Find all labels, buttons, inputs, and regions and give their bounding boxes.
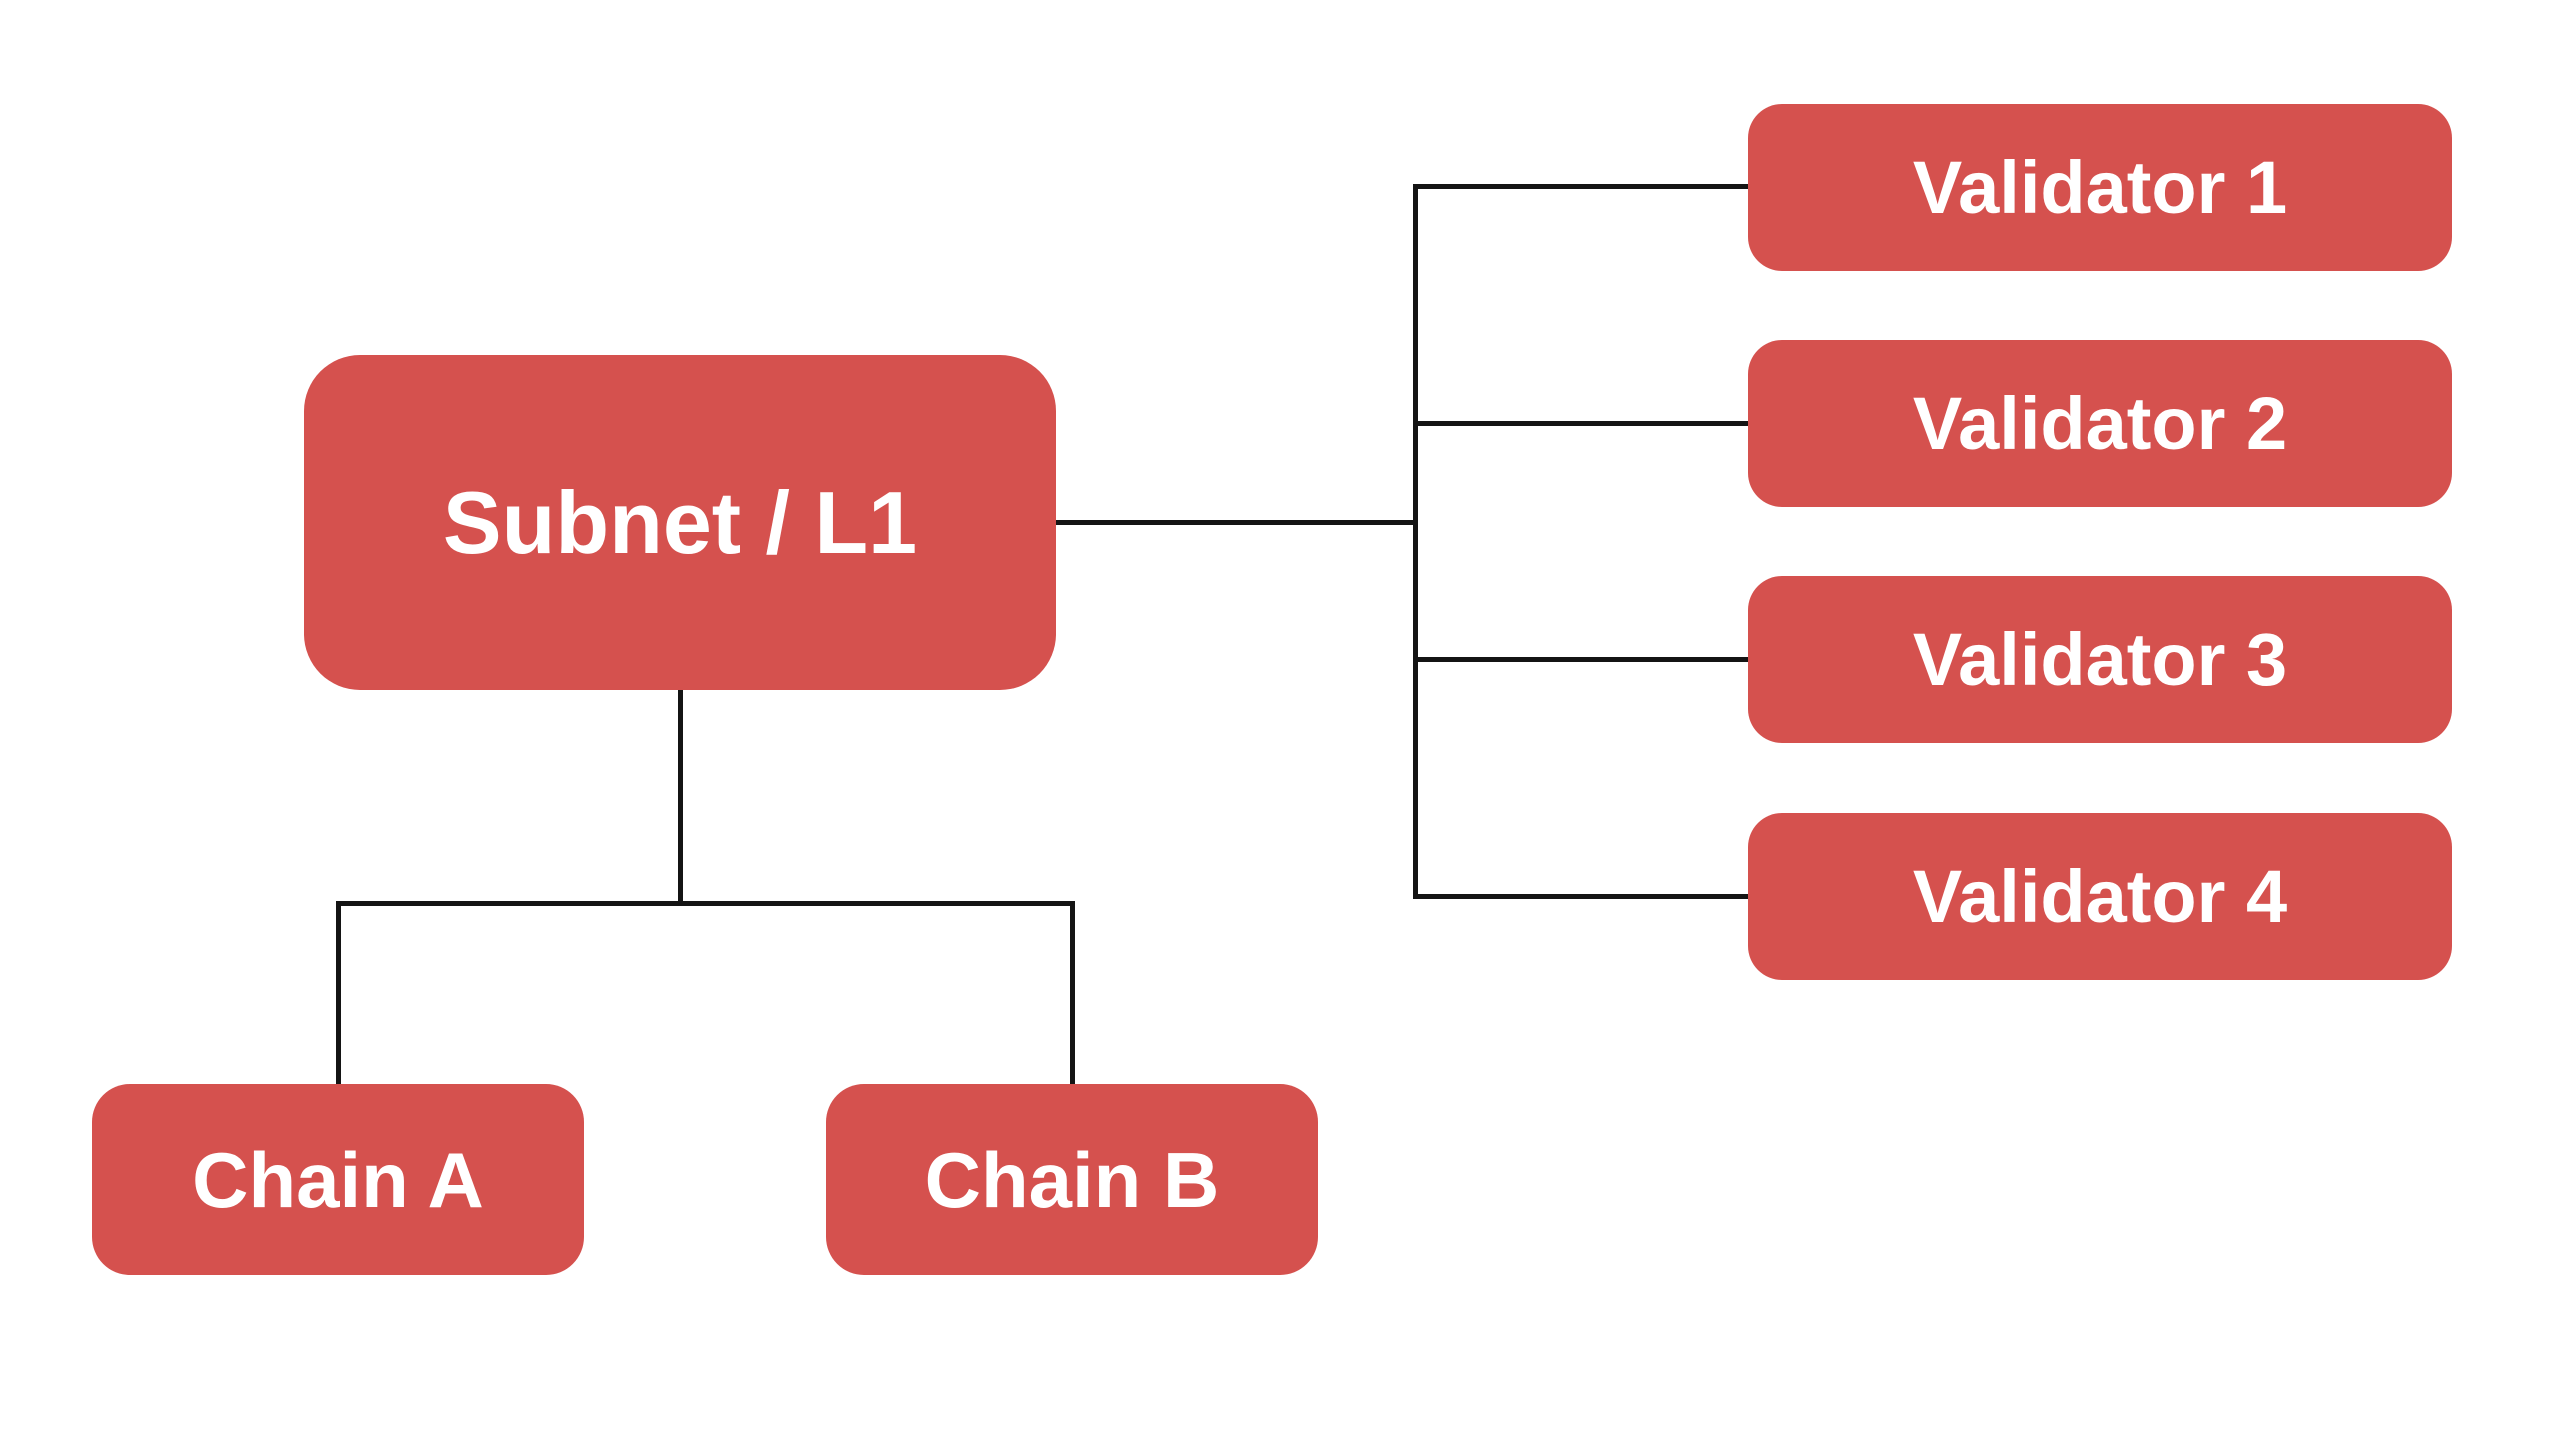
- node-validator-4-label: Validator 4: [1912, 854, 2288, 938]
- connector-trunk-to-validator-4: [1413, 894, 1748, 899]
- connector-subnet-drop: [678, 690, 683, 906]
- node-validator-1: Validator 1: [1748, 104, 2452, 271]
- node-validator-4: Validator 4: [1748, 813, 2452, 980]
- connector-bus-to-chain-a: [336, 901, 341, 1085]
- node-validator-3-label: Validator 3: [1912, 617, 2288, 701]
- node-validator-2: Validator 2: [1748, 340, 2452, 507]
- connector-subnet-to-validator-trunk: [1056, 520, 1418, 525]
- node-chain-b-label: Chain B: [924, 1135, 1220, 1224]
- connector-trunk-to-validator-3: [1413, 657, 1748, 662]
- node-subnet-l1-label: Subnet / L1: [442, 472, 918, 572]
- node-chain-b: Chain B: [826, 1084, 1318, 1275]
- connector-trunk-to-validator-2: [1413, 421, 1748, 426]
- connector-bus-to-chain-b: [1070, 901, 1075, 1085]
- validator-trunk-line: [1413, 184, 1418, 899]
- node-subnet-l1: Subnet / L1: [304, 355, 1056, 690]
- node-chain-a: Chain A: [92, 1084, 584, 1275]
- node-chain-a-label: Chain A: [192, 1135, 484, 1224]
- node-validator-3: Validator 3: [1748, 576, 2452, 743]
- node-validator-1-label: Validator 1: [1912, 145, 2288, 229]
- chain-bus-line: [336, 901, 1075, 906]
- node-validator-2-label: Validator 2: [1912, 381, 2288, 465]
- connector-trunk-to-validator-1: [1413, 184, 1748, 189]
